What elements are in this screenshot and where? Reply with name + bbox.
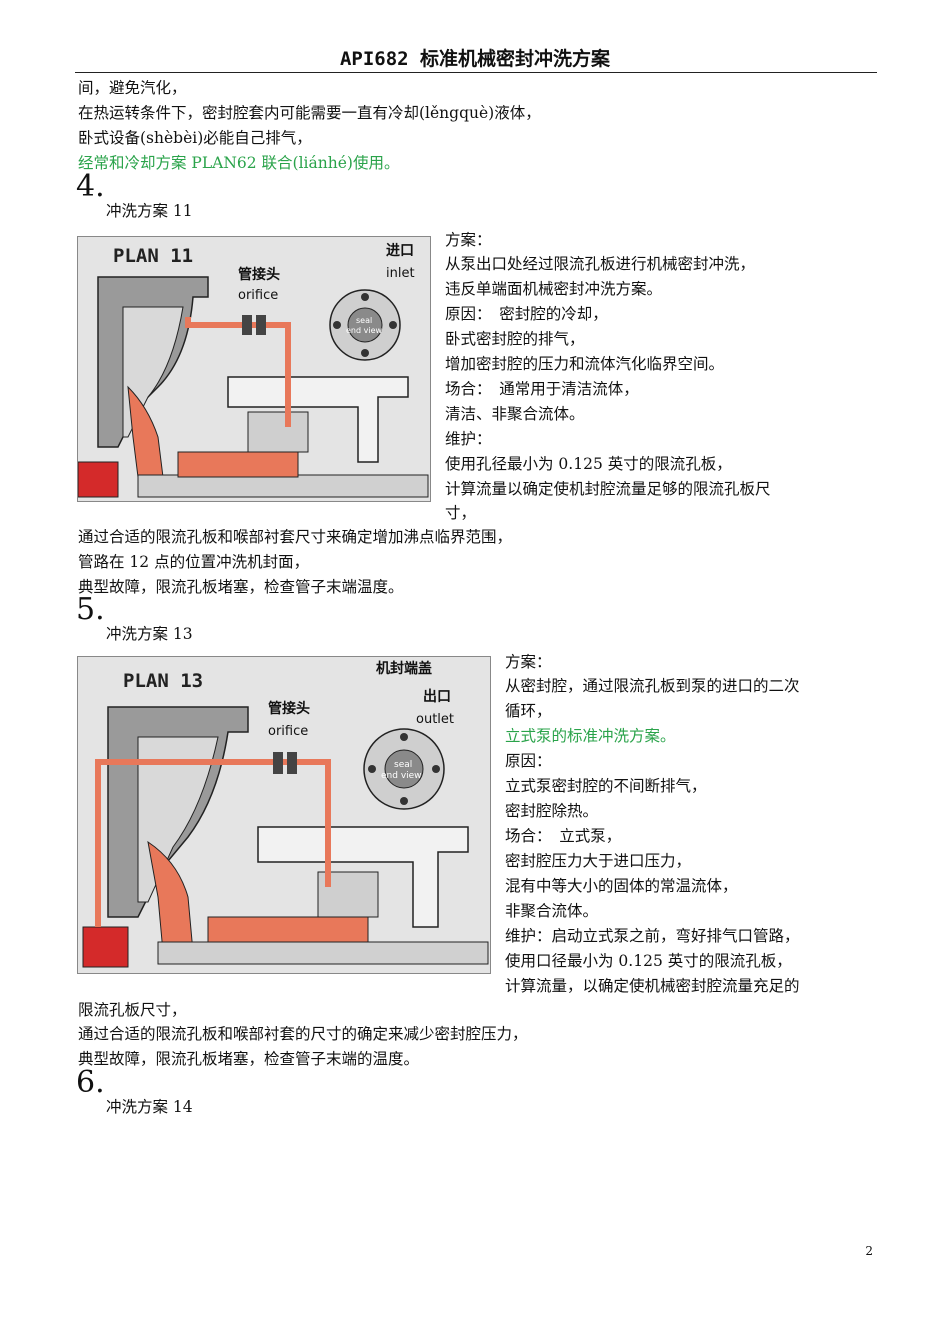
section-number: 4. — [76, 169, 105, 204]
plan11-text: 从泵出口处经过限流孔板进行机械密封冲洗， — [445, 255, 756, 273]
plan11-text: 清洁、非聚合流体。 — [445, 405, 585, 423]
intro-line: 卧式设备(shèbèi)必能自己排气， — [78, 129, 312, 147]
plan11-text: 增加密封腔的压力和流体汽化临界空间。 — [445, 355, 725, 373]
plan13-text: 方案： — [505, 653, 552, 671]
plan13-text: 原因： — [505, 752, 552, 770]
plan13-text: 计算流量，以确定使机械密封腔流量充足的 — [505, 977, 800, 995]
plan13-text: 维护：启动立式泵之前，弯好排气口管路， — [505, 927, 800, 945]
plan11-text: 寸， — [445, 504, 477, 522]
section-title: 冲洗方案 13 — [106, 625, 193, 643]
orifice-label-en: orifice — [238, 288, 278, 303]
plan13-text: 场合： 立式泵， — [505, 827, 622, 845]
plan13-text: 非聚合流体。 — [505, 902, 599, 920]
plan13-diagram: PLAN 13 机封端盖 管接头 orifice 出口 outlet seal … — [78, 657, 490, 973]
plan13-text: 使用口径最小为 0.125 英寸的限流孔板， — [505, 952, 792, 970]
section-title: 冲洗方案 14 — [106, 1098, 193, 1116]
intro-line-highlight: 经常和冷却方案 PLAN62 联合(liánhé)使用。 — [78, 154, 400, 172]
plan13-text: 循环， — [505, 702, 552, 720]
orifice-label-cn: 管接头 — [268, 700, 310, 717]
outlet-label-cn: 出口 — [423, 688, 451, 705]
plan13-text: 混有中等大小的固体的常温流体， — [505, 877, 738, 895]
plan13-text: 立式泵密封腔的不间断排气， — [505, 777, 707, 795]
plan11-text: 违反单端面机械密封冲洗方案。 — [445, 280, 663, 298]
plan11-figure: PLAN 11 管接头 orifice 进口 inlet seal end vi… — [77, 236, 431, 502]
section-number: 6. — [76, 1065, 105, 1100]
plan11-text: 典型故障，限流孔板堵塞，检查管子末端温度。 — [78, 578, 404, 596]
plan11-text: 维护： — [445, 430, 492, 448]
intro-line: 间，避免汽化， — [78, 79, 187, 97]
page-header-title: API682 标准机械密封冲洗方案 — [339, 48, 611, 70]
plan11-text: 计算流量以确定使机封腔流量足够的限流孔板尺 — [445, 480, 771, 498]
plan11-text: 原因： 密封腔的冷却， — [445, 305, 608, 323]
plan11-text: 方案： — [445, 231, 492, 249]
seal-label: seal — [356, 316, 372, 325]
outlet-label-en: outlet — [416, 712, 454, 727]
plan11-text: 使用孔径最小为 0.125 英寸的限流孔板， — [445, 455, 732, 473]
plan13-text: 典型故障，限流孔板堵塞，检查管子末端的温度。 — [78, 1050, 420, 1068]
plan13-text-highlight: 立式泵的标准冲洗方案。 — [505, 727, 676, 745]
plan13-text: 限流孔板尺寸， — [78, 1001, 187, 1019]
plan13-text: 密封腔除热。 — [505, 802, 599, 820]
header-rule — [75, 72, 877, 73]
plan-label: PLAN 11 — [113, 245, 193, 267]
plan11-diagram: PLAN 11 管接头 orifice 进口 inlet seal end vi… — [77, 237, 430, 501]
inlet-label-cn: 进口 — [386, 243, 414, 259]
gland-label-cn: 机封端盖 — [376, 660, 432, 677]
plan11-text: 管路在 12 点的位置冲洗机封面， — [78, 553, 310, 571]
plan13-figure: PLAN 13 机封端盖 管接头 orifice 出口 outlet seal … — [77, 656, 491, 974]
plan13-text: 密封腔压力大于进口压力， — [505, 852, 692, 870]
intro-line: 在热运转条件下，密封腔套内可能需要一直有冷却(lěngquè)液体， — [78, 104, 541, 122]
plan13-text: 通过合适的限流孔板和喉部衬套的尺寸的确定来减少密封腔压力， — [78, 1025, 528, 1043]
section-number: 5. — [76, 592, 105, 627]
page-number: 2 — [865, 1244, 873, 1258]
section-title: 冲洗方案 11 — [106, 202, 193, 220]
plan13-text: 从密封腔，通过限流孔板到泵的进口的二次 — [505, 677, 800, 695]
plan-label: PLAN 13 — [123, 670, 203, 692]
plan11-text: 卧式密封腔的排气， — [445, 330, 585, 348]
seal-label: seal — [394, 760, 412, 770]
seal-label: end view — [381, 771, 422, 781]
orifice-label-cn: 管接头 — [238, 266, 280, 283]
seal-label: end view — [346, 326, 382, 335]
plan11-text: 场合： 通常用于清洁流体， — [445, 380, 639, 398]
orifice-label-en: orifice — [268, 724, 308, 739]
plan11-text: 通过合适的限流孔板和喉部衬套尺寸来确定增加沸点临界范围， — [78, 528, 513, 546]
inlet-label-en: inlet — [386, 266, 415, 281]
